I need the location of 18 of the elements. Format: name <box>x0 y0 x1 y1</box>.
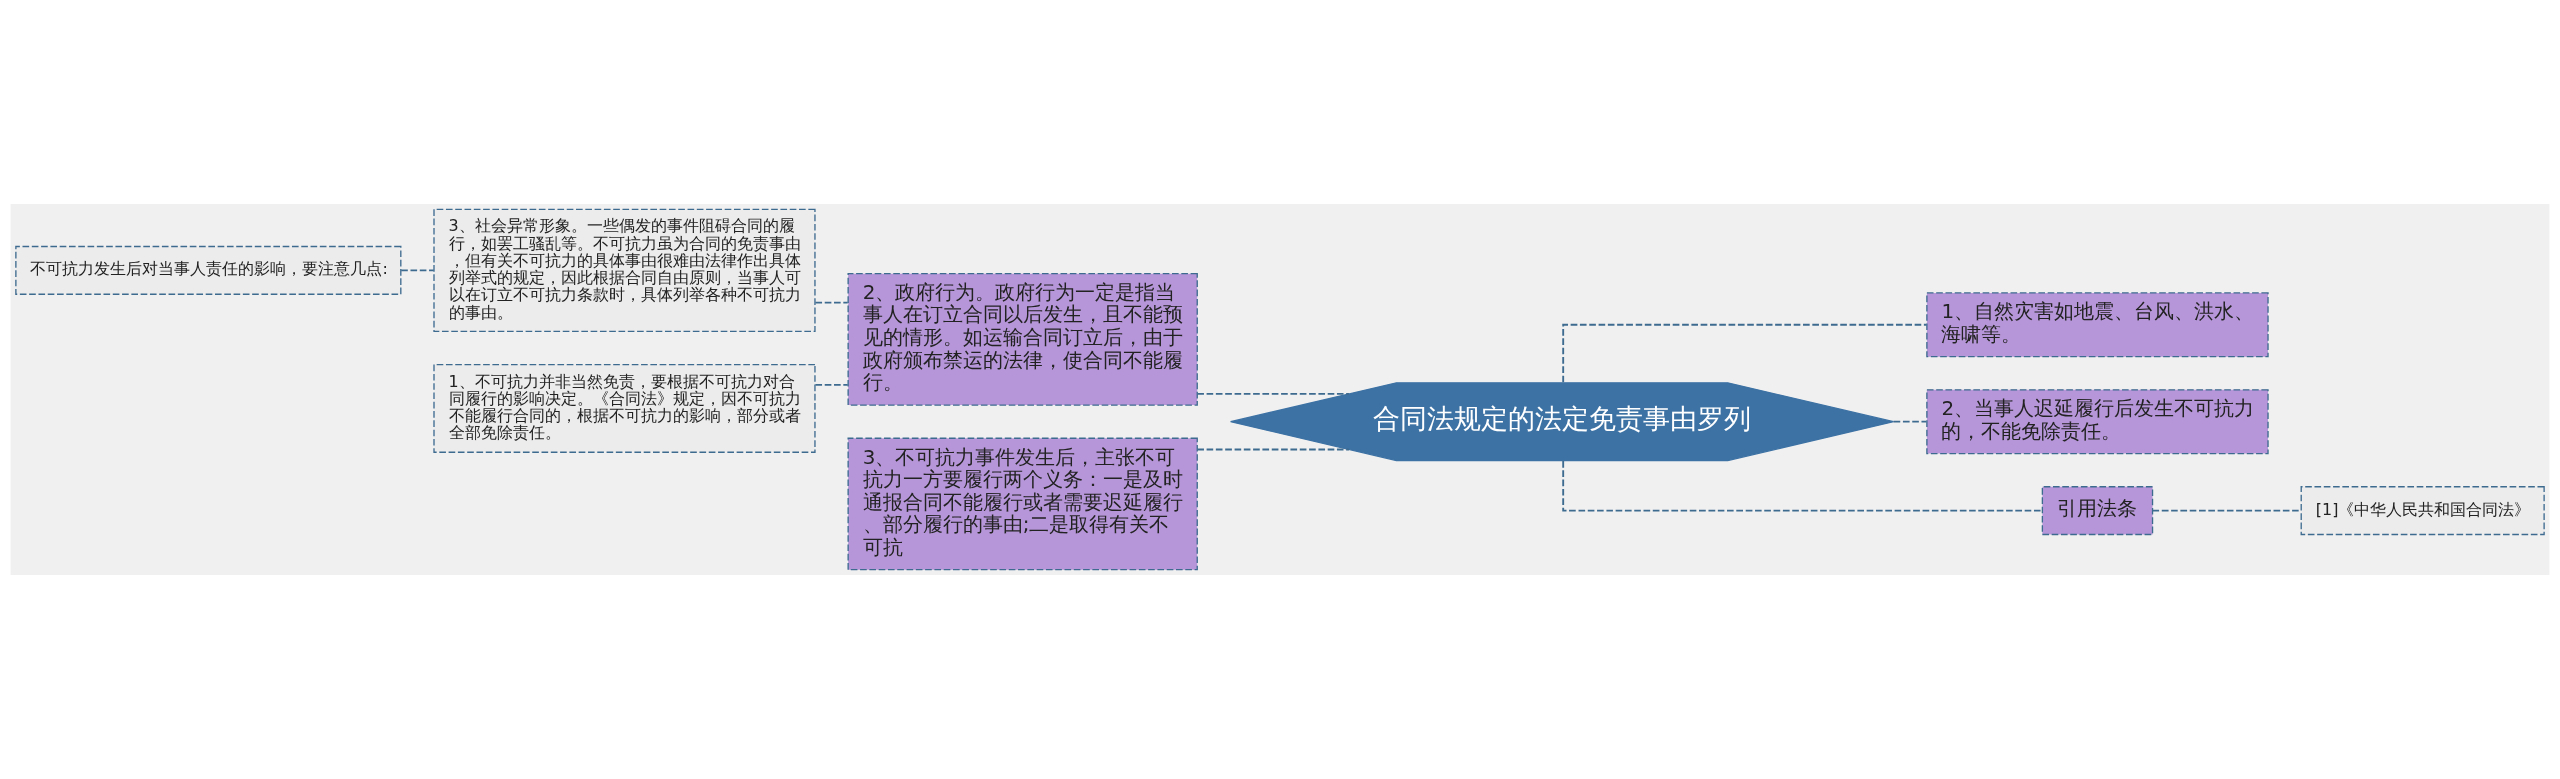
node-box: [1]《中华人民共和国合同法》 <box>2300 486 2545 536</box>
connector <box>814 383 849 386</box>
node-box: 3、不可抗力事件发生后，主张不可抗力一方要履行两个义务：一是及时通报合同不能履行或者需要迟延履行、部分履行的事由;二是取得有关不可抗 <box>847 437 1198 571</box>
node-box: 3、社会异常形象。一些偶发的事件阻碍合同的履行，如罢工骚乱等。不可抗力虽为合同的免责事由，但有关不可抗力的具体事由很难由法律作出具体列举式的规定，因此根据合同自由原则，当事人可以在订立不可抗力条款时，具体列举各种不可抗力的事由。 <box>433 208 816 333</box>
connector <box>814 301 849 304</box>
node-box: 1、不可抗力并非当然免责，要根据不可抗力对合同履行的影响决定。《合同法》规定，因不可抗力不能履行合同的，根据不可抗力的影响，部分或者全部免除责任。 <box>433 363 816 453</box>
node-box: 2、当事人迟延履行后发生不可抗力的，不能免除责任。 <box>1926 389 2269 455</box>
connector <box>1196 448 1350 451</box>
node-box: 引用法条 <box>2041 486 2154 536</box>
connector <box>1562 323 1928 384</box>
connector <box>1196 392 1350 395</box>
connector <box>1892 420 1928 423</box>
connector <box>2151 509 2302 512</box>
connector <box>400 269 435 272</box>
connector <box>1562 460 2044 512</box>
node-box: 1、自然灾害如地震、台风、洪水、海啸等。 <box>1926 292 2269 358</box>
node-box: 2、政府行为。政府行为一定是指当事人在订立合同以后发生，且不能预见的情形。如运输合同订立后，由于政府颁布禁运的法律，使合同不能履行。 <box>847 273 1198 406</box>
node-box: 不可抗力发生后对当事人责任的影响，要注意几点: <box>15 245 402 295</box>
